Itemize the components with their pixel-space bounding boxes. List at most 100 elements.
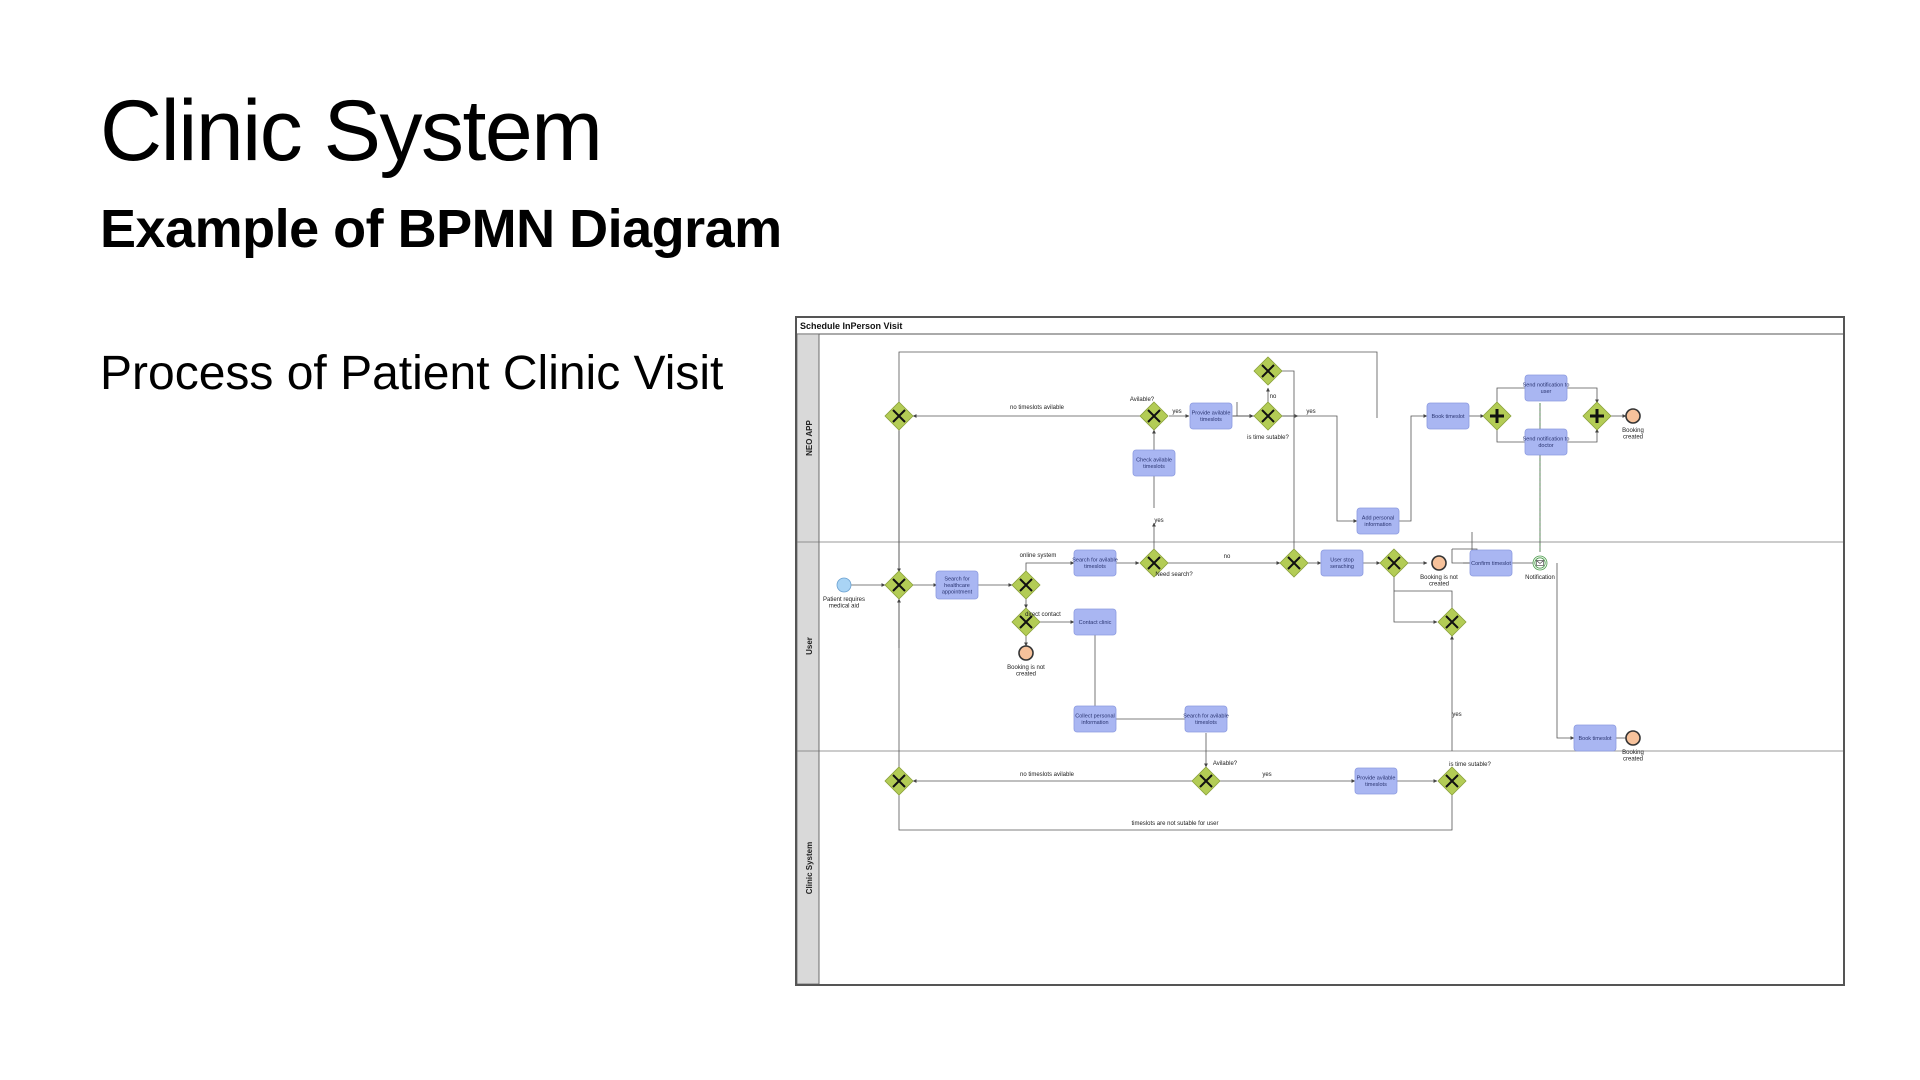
gateway-user-start bbox=[884, 570, 914, 600]
flow-label-direct-contact: direct contact bbox=[1025, 612, 1061, 618]
lane-label-user: User bbox=[805, 637, 814, 655]
svg-text:Book timeslot: Book timeslot bbox=[1431, 414, 1464, 420]
flow-label-available-app: Avilable? bbox=[1130, 397, 1155, 403]
task-confirm-timeslot: Confirm timeslot bbox=[1469, 549, 1513, 577]
svg-text:Search for avilable: Search for avilable bbox=[1183, 714, 1229, 720]
flow-label-yes-available-clinic: yes bbox=[1262, 772, 1271, 778]
gateway-user-loop bbox=[1437, 607, 1467, 637]
flow-label-online-system: online system bbox=[1020, 553, 1057, 559]
flow-label-is-time-suitable-app: is time sutable? bbox=[1247, 435, 1289, 441]
gateway-no-timeslots-clinic bbox=[884, 766, 914, 796]
svg-text:User stop: User stop bbox=[1330, 558, 1354, 564]
svg-text:Send notification to: Send notification to bbox=[1523, 383, 1570, 389]
svg-text:created: created bbox=[1623, 435, 1643, 441]
slide-body-text: Process of Patient Clinic Visit bbox=[100, 347, 724, 400]
svg-text:timeslots: timeslots bbox=[1084, 564, 1106, 570]
lane-label-clinic-system: Clinic System bbox=[805, 842, 814, 894]
gateway-channel bbox=[1011, 570, 1041, 600]
gateway-time-suitable-app bbox=[1253, 401, 1283, 431]
svg-text:Send notification to: Send notification to bbox=[1523, 437, 1570, 443]
svg-text:user: user bbox=[1541, 389, 1552, 395]
slide-title: Clinic System bbox=[100, 83, 603, 179]
svg-text:Add personal: Add personal bbox=[1362, 516, 1394, 522]
svg-text:Check avilable: Check avilable bbox=[1136, 458, 1172, 464]
flow-label-no-timeslots-clinic: no timeslots avilable bbox=[1020, 772, 1075, 778]
flow-label-no-suitable-app: no bbox=[1270, 394, 1277, 400]
pool-title: Schedule InPerson Visit bbox=[800, 321, 902, 331]
svg-text:Search for avilable: Search for avilable bbox=[1072, 558, 1118, 564]
flow-label-available-clinic: Avilable? bbox=[1213, 761, 1238, 767]
gateway-parallel-join bbox=[1582, 401, 1612, 431]
svg-text:timeslots: timeslots bbox=[1200, 417, 1222, 423]
task-book-timeslot-clinic: Book timeslot bbox=[1573, 724, 1617, 752]
svg-text:appointment: appointment bbox=[942, 589, 973, 595]
svg-text:timeslots: timeslots bbox=[1195, 720, 1217, 726]
svg-text:created: created bbox=[1016, 672, 1036, 678]
bpmn-diagram-canvas: Schedule InPerson Visit NEO APP User Cli… bbox=[797, 318, 1843, 984]
svg-text:Collect personal: Collect personal bbox=[1075, 714, 1114, 720]
svg-text:medical aid: medical aid bbox=[829, 604, 859, 610]
svg-text:Provide avilable: Provide avilable bbox=[1192, 411, 1231, 417]
slide-subtitle: Example of BPMN Diagram bbox=[100, 199, 782, 259]
intermediate-event-notification: Notification bbox=[1525, 555, 1555, 581]
gateway-no-timeslots-app bbox=[884, 401, 914, 431]
flow-label-yes-available-app: yes bbox=[1172, 409, 1181, 415]
gateway-available-clinic bbox=[1191, 766, 1221, 796]
svg-text:doctor: doctor bbox=[1538, 443, 1553, 449]
svg-text:information: information bbox=[1081, 720, 1108, 726]
svg-text:Booking is not: Booking is not bbox=[1007, 665, 1045, 671]
gateway-available-app bbox=[1139, 401, 1169, 431]
gateway-need-search bbox=[1139, 548, 1169, 578]
flow-label-not-suitable-clinic: timeslots are not sutable for user bbox=[1131, 821, 1218, 827]
flow-label-yes-need-search: yes bbox=[1154, 518, 1163, 524]
bpmn-diagram: Schedule InPerson Visit NEO APP User Cli… bbox=[795, 316, 1845, 986]
svg-text:Patient requires: Patient requires bbox=[823, 597, 865, 603]
gateway-parallel-split bbox=[1482, 401, 1512, 431]
svg-text:Contact clinic: Contact clinic bbox=[1079, 620, 1112, 626]
svg-text:timeslots: timeslots bbox=[1365, 782, 1387, 788]
svg-text:timeslots: timeslots bbox=[1143, 464, 1165, 470]
gateway-user-merge bbox=[1279, 548, 1309, 578]
svg-text:seraching: seraching bbox=[1330, 564, 1354, 570]
svg-text:information: information bbox=[1364, 522, 1391, 528]
flow-label-no-timeslots-app: no timeslots avilable bbox=[1010, 405, 1065, 411]
flow-label-is-time-suitable-clinic: is time sutable? bbox=[1449, 762, 1491, 768]
svg-text:Confirm timeslot: Confirm timeslot bbox=[1471, 561, 1511, 567]
svg-text:created: created bbox=[1623, 757, 1643, 763]
flow-label-yes-suitable-app: yes bbox=[1306, 409, 1315, 415]
flow-label-need-search: Need search? bbox=[1155, 572, 1193, 578]
gateway-direct-contact bbox=[1011, 607, 1041, 637]
lane-label-neo-app: NEO APP bbox=[805, 419, 814, 455]
svg-text:Notification: Notification bbox=[1525, 575, 1555, 581]
gateway-user-decision bbox=[1379, 548, 1409, 578]
gateway-time-suitable-clinic bbox=[1437, 766, 1467, 796]
svg-text:healthcare: healthcare bbox=[944, 583, 970, 589]
flow-label-yes-suitable-clinic: yes bbox=[1452, 712, 1461, 718]
svg-text:Provide avilable: Provide avilable bbox=[1357, 776, 1396, 782]
svg-text:Booking: Booking bbox=[1622, 428, 1644, 434]
task-book-timeslot-app: Book timeslot bbox=[1426, 402, 1470, 430]
svg-text:created: created bbox=[1429, 582, 1449, 588]
svg-text:Book timeslot: Book timeslot bbox=[1578, 736, 1611, 742]
task-contact-clinic: Contact clinic bbox=[1073, 608, 1117, 636]
svg-text:Booking is not: Booking is not bbox=[1420, 575, 1458, 581]
flow-label-no-need-search: no bbox=[1224, 554, 1231, 560]
svg-text:Search for: Search for bbox=[944, 576, 970, 582]
